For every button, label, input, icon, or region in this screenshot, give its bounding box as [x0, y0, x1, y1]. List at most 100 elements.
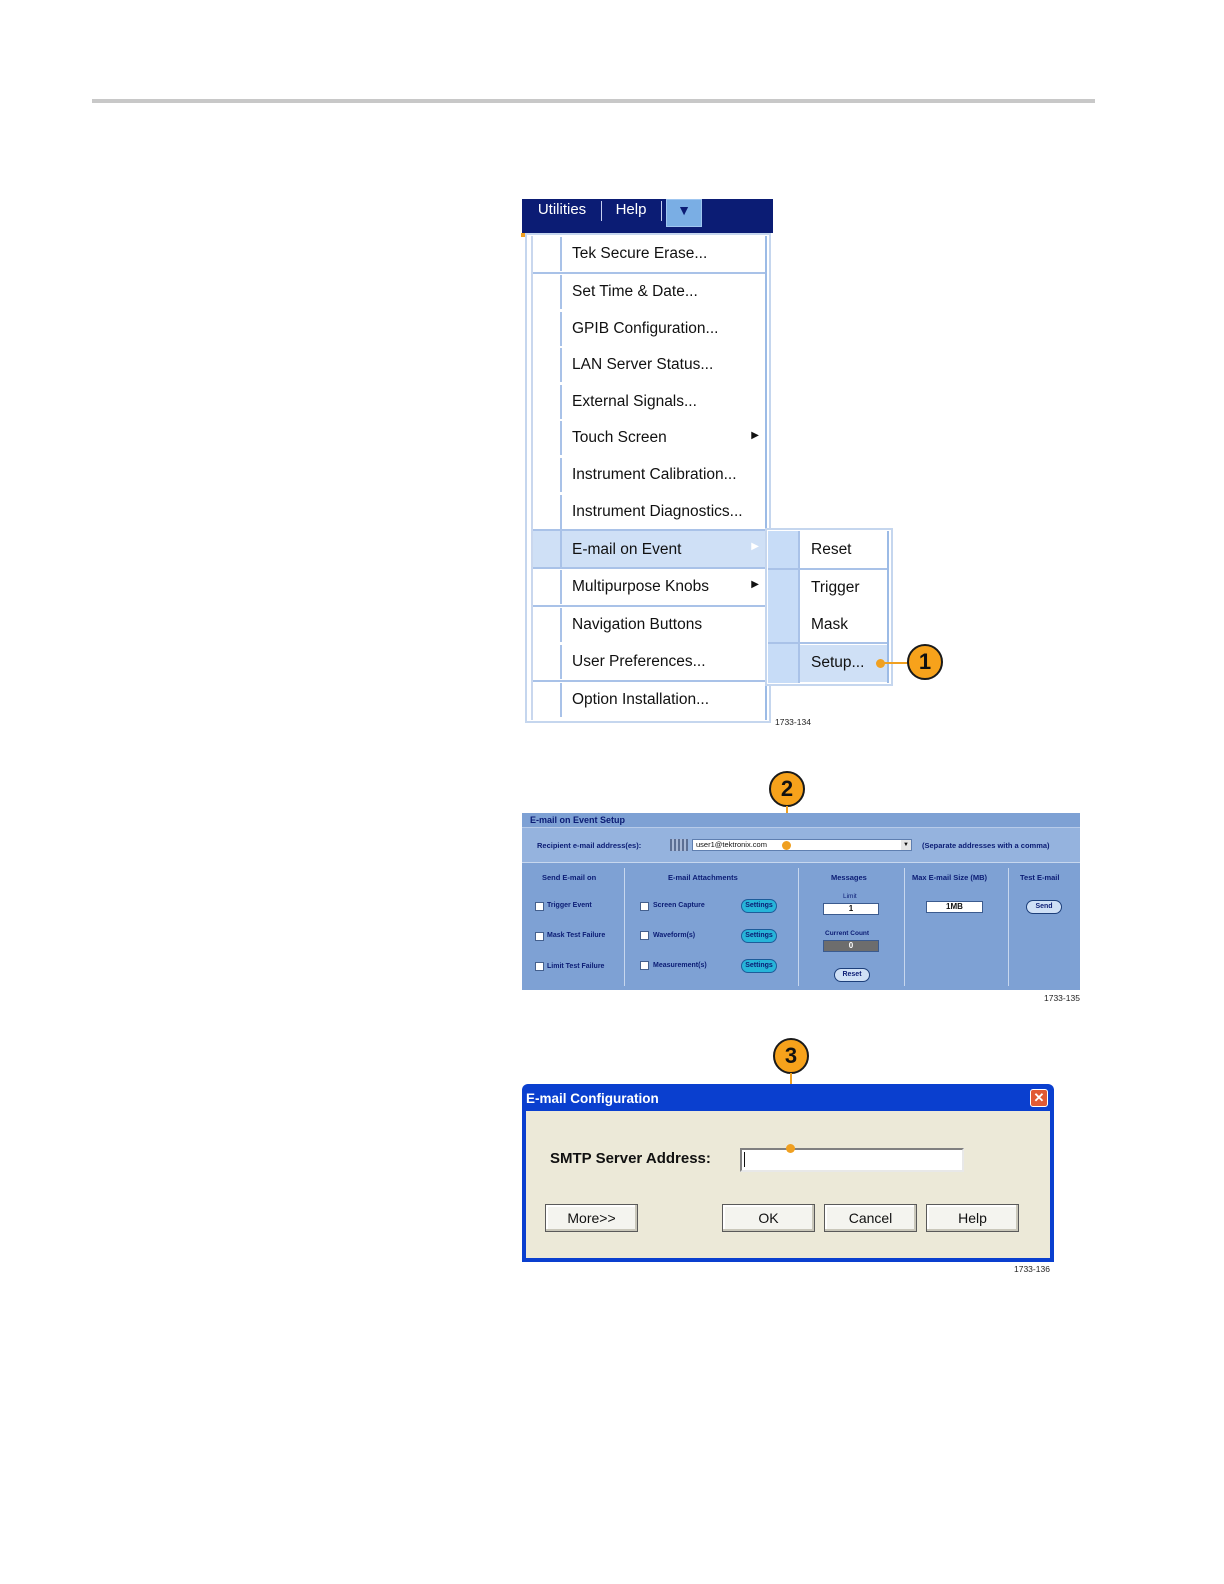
menu-item-label: Touch Screen [572, 429, 667, 446]
column-divider [798, 868, 799, 986]
submenu-item-label: Trigger [811, 579, 860, 596]
measurements-label: Measurement(s) [653, 962, 707, 969]
callout-3: 3 [773, 1038, 809, 1074]
submenu-item-mask[interactable]: Mask [800, 608, 887, 642]
send-test-email-button[interactable]: Send [1026, 900, 1062, 914]
screen-capture-settings-button[interactable]: Settings [741, 899, 777, 913]
page-header-rule [92, 99, 1095, 103]
recipient-value: user1@tektronix.com [696, 840, 767, 849]
trigger-event-label: Trigger Event [547, 902, 592, 909]
submenu-item-reset[interactable]: Reset [800, 533, 887, 567]
dropdown-arrow-icon[interactable]: ▼ [901, 840, 911, 850]
menu-item-user-preferences[interactable]: User Preferences... [533, 645, 765, 679]
measurements-checkbox[interactable] [640, 961, 649, 970]
current-count-value: 0 [823, 940, 879, 952]
mask-test-failure-label: Mask Test Failure [547, 932, 606, 939]
callout-1-leader [880, 662, 908, 664]
more-button[interactable]: More>> [545, 1204, 638, 1232]
submenu-item-label: Mask [811, 616, 849, 633]
menu-right-border [765, 236, 767, 720]
menu-bar [522, 199, 773, 233]
menu-divider [533, 680, 765, 682]
mask-test-failure-checkbox[interactable] [535, 932, 544, 941]
menu-item-label: User Preferences... [572, 653, 706, 670]
menu-item-label: External Signals... [572, 393, 697, 410]
submenu-divider [768, 568, 889, 570]
menu-bar-separator [601, 201, 602, 221]
trigger-event-checkbox[interactable] [535, 902, 544, 911]
limit-input[interactable]: 1 [823, 903, 879, 915]
waveforms-settings-button[interactable]: Settings [741, 929, 777, 943]
menu-item-external-signals[interactable]: External Signals... [533, 385, 765, 419]
help-button[interactable]: Help [926, 1204, 1019, 1232]
menu-item-instrument-calibration[interactable]: Instrument Calibration... [533, 458, 765, 492]
menu-divider [533, 272, 765, 274]
keyboard-icon[interactable] [670, 839, 688, 851]
close-icon[interactable]: ✕ [1030, 1089, 1048, 1107]
menu-item-set-time-date[interactable]: Set Time & Date... [533, 275, 765, 309]
menu-item-instrument-diagnostics[interactable]: Instrument Diagnostics... [533, 495, 765, 529]
messages-header: Messages [831, 873, 867, 882]
menu-item-option-installation[interactable]: Option Installation... [533, 683, 765, 717]
submenu-item-trigger[interactable]: Trigger [800, 571, 887, 605]
panel-title: E-mail on Event Setup [530, 815, 626, 825]
submenu-arrow-icon: ▶ [751, 541, 759, 552]
menu-item-label: GPIB Configuration... [572, 320, 719, 337]
measurements-settings-button[interactable]: Settings [741, 959, 777, 973]
submenu-divider [768, 642, 889, 644]
waveforms-label: Waveform(s) [653, 932, 696, 939]
menu-utilities[interactable]: Utilities [537, 201, 587, 218]
menu-item-gpib-configuration[interactable]: GPIB Configuration... [533, 312, 765, 346]
max-size-input[interactable]: 1MB [926, 901, 983, 913]
menu-bar-separator [661, 201, 662, 221]
smtp-server-input[interactable] [740, 1148, 964, 1172]
menu-divider [533, 567, 765, 569]
recipient-input[interactable]: user1@tektronix.com ▼ [692, 839, 912, 851]
cancel-button[interactable]: Cancel [824, 1204, 917, 1232]
test-email-header: Test E-mail [1020, 873, 1060, 882]
figure-number: 1733-135 [1044, 993, 1080, 1003]
column-divider [1008, 868, 1009, 986]
dialog-title: E-mail Configuration [526, 1091, 659, 1106]
screen-capture-label: Screen Capture [653, 902, 705, 909]
limit-test-failure-checkbox[interactable] [535, 962, 544, 971]
utilities-dropdown [525, 233, 771, 723]
menu-item-label: Instrument Diagnostics... [572, 503, 743, 520]
submenu-column-line [798, 531, 800, 683]
column-divider [624, 868, 625, 986]
menu-dropdown-button[interactable]: ▼ [666, 199, 702, 227]
menu-item-navigation-buttons[interactable]: Navigation Buttons [533, 608, 765, 642]
waveforms-checkbox[interactable] [640, 931, 649, 940]
callout-3-anchor [786, 1144, 795, 1153]
submenu-item-setup[interactable]: Setup... [800, 645, 887, 682]
menu-item-label: Set Time & Date... [572, 283, 698, 300]
submenu-gutter [768, 531, 798, 683]
menu-item-multipurpose-knobs[interactable]: Multipurpose Knobs ▶ [533, 570, 765, 604]
figure-number: 1733-136 [1014, 1264, 1050, 1274]
callout-2: 2 [769, 771, 805, 807]
current-count-label: Current Count [825, 930, 870, 937]
screen-capture-checkbox[interactable] [640, 902, 649, 911]
submenu-item-label: Reset [811, 541, 852, 558]
submenu-arrow-icon: ▶ [751, 579, 759, 590]
menu-item-label: Tek Secure Erase... [572, 245, 708, 262]
menu-item-label: Navigation Buttons [572, 616, 703, 633]
panel-title-bar: E-mail on Event Setup [522, 813, 1080, 828]
max-size-header: Max E-mail Size (MB) [912, 873, 988, 882]
callout-1: 1 [907, 644, 943, 680]
menu-item-label: Multipurpose Knobs [572, 578, 709, 595]
submenu-right-border [887, 531, 889, 683]
messages-reset-button[interactable]: Reset [834, 968, 870, 982]
send-on-header: Send E-mail on [542, 873, 597, 882]
ok-button[interactable]: OK [722, 1204, 815, 1232]
menu-item-tek-secure-erase[interactable]: Tek Secure Erase... [533, 237, 765, 271]
menu-help[interactable]: Help [615, 201, 647, 218]
callout-2-anchor [782, 841, 791, 850]
submenu-arrow-icon: ▶ [751, 430, 759, 441]
menu-item-label: LAN Server Status... [572, 356, 714, 373]
menu-item-lan-server-status[interactable]: LAN Server Status... [533, 348, 765, 382]
menu-item-email-on-event[interactable]: E-mail on Event▶ [533, 531, 765, 567]
menu-item-label: Instrument Calibration... [572, 466, 737, 483]
menu-divider [533, 605, 765, 607]
menu-item-touch-screen[interactable]: Touch Screen ▶ [533, 421, 765, 455]
